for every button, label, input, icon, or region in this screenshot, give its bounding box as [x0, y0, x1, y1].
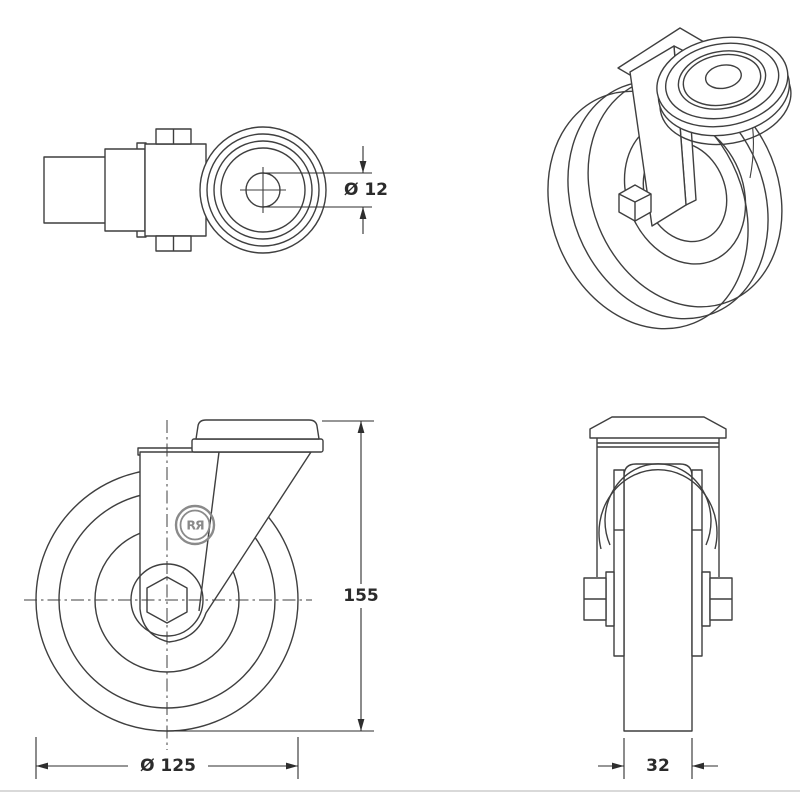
- dimension-wheel-width: 32: [598, 738, 718, 779]
- mount-cap-front: [589, 416, 727, 439]
- axle-nuts-front: [583, 571, 733, 627]
- dim-overall-height-label: 155: [343, 586, 379, 606]
- fork-legs: [613, 469, 703, 657]
- dim-wheel-diameter-label: Ø 125: [140, 756, 196, 776]
- side-view: RЯ 155 Ø 125: [24, 419, 379, 779]
- isometric-view: [547, 27, 792, 330]
- fork-side-plate: [104, 148, 146, 232]
- iso-axle-hex-bolt: [618, 184, 652, 222]
- iso-center-hole: [704, 64, 742, 90]
- dimension-overall-height: 155: [167, 420, 379, 732]
- dimension-bore: Ø 12: [263, 146, 388, 234]
- rr-logo-text: RЯ: [186, 518, 204, 533]
- swivel-raceway-inner: [604, 463, 712, 546]
- wheel-front-outline: [623, 463, 693, 732]
- rr-logo: RЯ: [174, 504, 216, 546]
- dim-wheel-width-label: 32: [646, 756, 670, 776]
- swivel-raceway-outer: [598, 469, 718, 550]
- fork-body: [144, 143, 207, 237]
- iso-swivel-bearing: [656, 36, 792, 146]
- top-view: Ø 12: [43, 126, 388, 254]
- dim-bore-diameter-label: Ø 12: [344, 180, 388, 200]
- front-view: 32: [583, 416, 733, 779]
- mount-flange: [191, 438, 324, 453]
- iso-wheel-tread-edge: [567, 80, 769, 320]
- iso-wheel-back-edge: [547, 90, 749, 330]
- dimension-wheel-diameter: Ø 125: [35, 737, 299, 779]
- fork-front-edge: [198, 451, 220, 612]
- mount-cap: [195, 419, 320, 440]
